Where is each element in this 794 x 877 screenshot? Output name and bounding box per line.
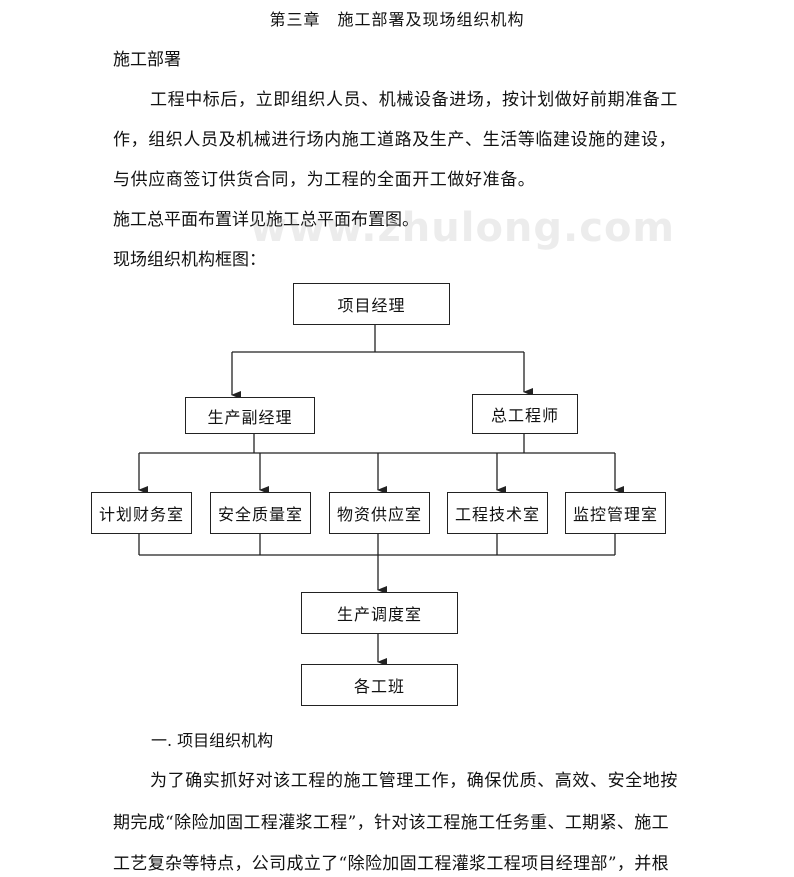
para4-line2: 期完成“除险加固工程灌浆工程”，针对该工程施工任务重、工期紧、施工 xyxy=(113,813,669,833)
subsection-heading: 一. 项目组织机构 xyxy=(151,731,274,750)
org-box-materials-supply: 物资供应室 xyxy=(329,492,430,534)
para4-line1: 为了确实抓好对该工程的施工管理工作，确保优质、高效、安全地按 xyxy=(150,771,678,791)
org-box-production-deputy: 生产副经理 xyxy=(185,397,315,434)
org-box-monitoring-mgmt: 监控管理室 xyxy=(565,492,666,534)
para1-line2: 作，组织人员及机械进行场内施工道路及生产、生活等临建设施的建设， xyxy=(113,130,677,150)
org-box-project-manager: 项目经理 xyxy=(293,283,450,325)
org-box-chief-engineer: 总工程师 xyxy=(472,394,578,434)
para1-line1: 工程中标后，立即组织人员、机械设备进场，按计划做好前期准备工 xyxy=(150,90,678,110)
org-box-production-dispatch: 生产调度室 xyxy=(301,592,458,634)
para4-line3: 工艺复杂等特点，公司成立了“除险加固工程灌浆工程项目经理部”，并根 xyxy=(113,854,669,874)
watermark: www.zhulong.com xyxy=(250,205,676,251)
org-box-planning-finance: 计划财务室 xyxy=(91,492,192,534)
para1-line3: 与供应商签订供货合同，为工程的全面开工做好准备。 xyxy=(113,170,536,190)
section-heading: 施工部署 xyxy=(113,50,181,70)
org-box-work-teams: 各工班 xyxy=(301,664,458,706)
para2: 施工总平面布置详见施工总平面布置图。 xyxy=(113,210,419,230)
chapter-title: 第三章 施工部署及现场组织机构 xyxy=(269,10,525,29)
org-box-safety-quality: 安全质量室 xyxy=(210,492,311,534)
para3: 现场组织机构框图： xyxy=(113,250,266,270)
org-box-engineering-tech: 工程技术室 xyxy=(447,492,548,534)
